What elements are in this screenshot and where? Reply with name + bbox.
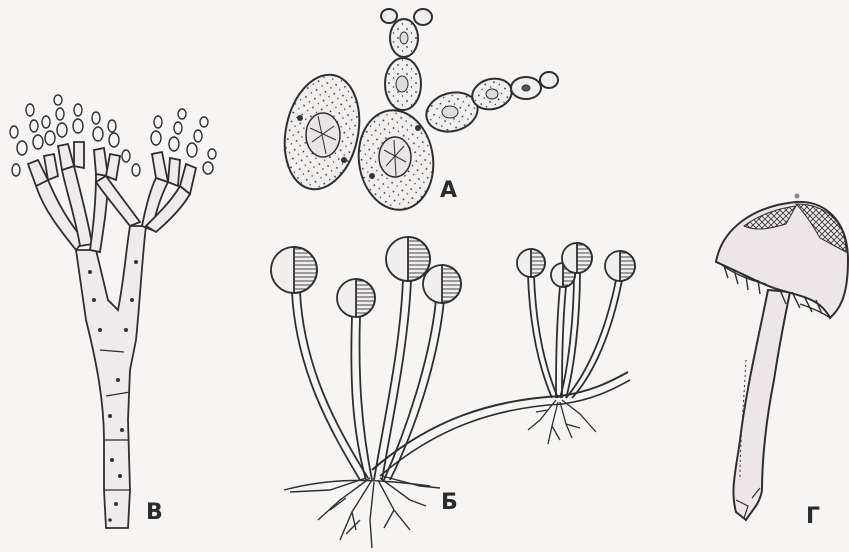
conidiophore-stalk (76, 226, 146, 528)
cap-mushroom (716, 194, 848, 521)
yeast-cell-mother (352, 105, 439, 214)
label-g: Г (806, 506, 820, 528)
label-v: В (146, 502, 163, 524)
sporangiophores-right (528, 272, 622, 398)
mushroom-stem (733, 290, 790, 520)
yeast-bud-chain-vertical (381, 9, 432, 110)
cap-tip-mark (795, 194, 800, 199)
penicillium (10, 95, 216, 528)
yeast-cells (275, 9, 558, 215)
stolon (372, 372, 628, 470)
label-b: Б (441, 492, 458, 514)
yeast-bud-chain-horizontal (422, 72, 558, 137)
sporangia-left (271, 237, 461, 317)
label-a: А (440, 180, 457, 202)
penicillus-brush (28, 142, 196, 252)
rhizoids-left (284, 476, 440, 548)
yeast-cell-large-left (275, 68, 370, 196)
